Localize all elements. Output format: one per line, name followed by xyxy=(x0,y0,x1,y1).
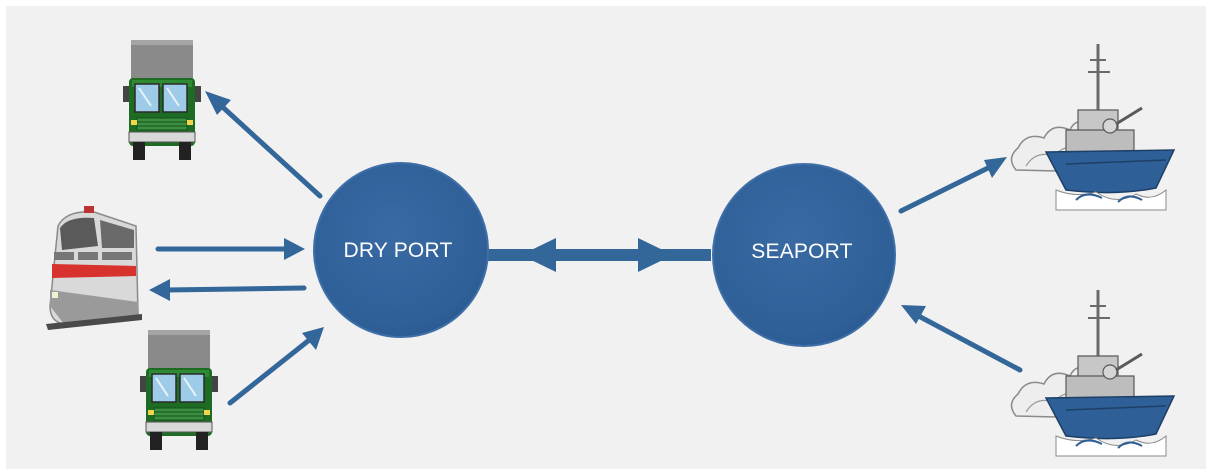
train-icon xyxy=(46,206,142,330)
arrow-ship-bottom-to-seaport xyxy=(901,305,1023,373)
node-dry-port: DRY PORT xyxy=(313,162,489,338)
arrow-truck-bottom-to-dry-port xyxy=(227,327,324,406)
ship-icon xyxy=(1010,44,1176,211)
arrow-dry-port-to-truck-top xyxy=(205,91,323,199)
dry-port-label: DRY PORT xyxy=(344,239,453,262)
arrow-train-to-dry-port xyxy=(155,238,305,260)
node-seaport: SEAPORT xyxy=(712,163,896,347)
arrow-dry-port-to-train xyxy=(149,279,307,301)
truck-icon xyxy=(140,330,218,450)
seaport-label: SEAPORT xyxy=(751,240,852,263)
arrow-dry-port-seaport-bidirectional xyxy=(487,238,711,272)
arrow-seaport-to-ship-top xyxy=(898,157,1007,214)
truck-icon xyxy=(123,40,201,160)
ship-icon xyxy=(1010,290,1176,457)
